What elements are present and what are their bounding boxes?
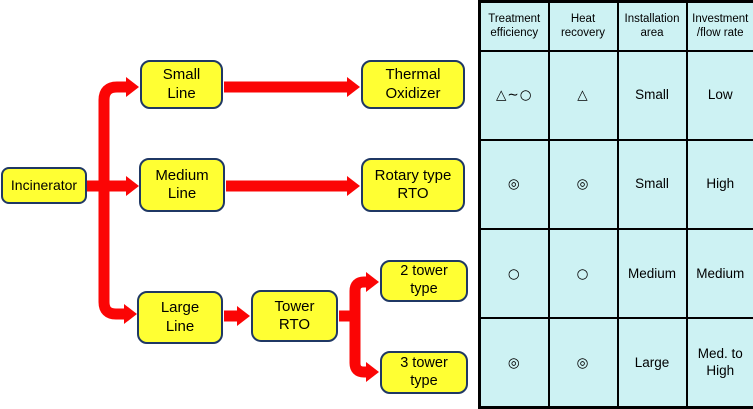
node-medium-line: Medium Line <box>139 158 225 212</box>
cell-three-tower-heat-recovery: ◎ <box>547 317 619 409</box>
table-row-two-tower: ○ ○ Medium Medium <box>478 227 753 320</box>
header-investment-flow-rate: Investment /flow rate <box>685 0 753 52</box>
table-row-three-tower: ◎ ◎ Large Med. to High <box>478 317 753 409</box>
node-rotary-rto: Rotary type RTO <box>361 158 465 212</box>
cell-thermal-installation-area: Small <box>616 49 688 141</box>
node-tower-rto: Tower RTO <box>251 290 338 342</box>
node-small-line: Small Line <box>140 60 223 109</box>
arrowhead-to-large-line <box>124 304 137 324</box>
arrow-trunk-small-large <box>98 81 128 320</box>
arrowhead-to-two-tower <box>366 272 379 292</box>
cell-rotary-treatment-efficiency: ◎ <box>478 138 550 231</box>
cell-thermal-treatment-efficiency: △∼○ <box>478 49 550 141</box>
arrowhead-to-tower-rto <box>237 306 250 326</box>
cell-thermal-heat-recovery: △ <box>547 49 619 141</box>
cell-rotary-installation-area: Small <box>616 138 688 231</box>
arrowhead-to-small-line <box>126 77 139 97</box>
cell-rotary-investment: High <box>685 138 753 231</box>
comparison-table: Treatment efficiency Heat recovery Insta… <box>478 0 753 409</box>
node-three-tower-type: 3 tower type <box>380 351 468 394</box>
arrowhead-to-rotary-rto <box>347 176 360 196</box>
arrowhead-to-medium-line <box>126 176 139 196</box>
cell-two-tower-treatment-efficiency: ○ <box>478 227 550 320</box>
node-incinerator: Incinerator <box>1 167 87 204</box>
arrowhead-to-three-tower <box>366 362 379 382</box>
table-row-rotary-rto: ◎ ◎ Small High <box>478 138 753 231</box>
cell-two-tower-heat-recovery: ○ <box>547 227 619 320</box>
cell-two-tower-investment: Medium <box>685 227 753 320</box>
table-row-thermal-oxidizer: △∼○ △ Small Low <box>478 49 753 141</box>
node-thermal-oxidizer: Thermal Oxidizer <box>361 60 465 109</box>
header-heat-recovery: Heat recovery <box>547 0 619 52</box>
cell-three-tower-installation-area: Large <box>616 317 688 409</box>
cell-two-tower-installation-area: Medium <box>616 227 688 320</box>
table-header-row: Treatment efficiency Heat recovery Insta… <box>478 0 753 52</box>
header-treatment-efficiency: Treatment efficiency <box>478 0 550 52</box>
arrowhead-to-thermal-oxidizer <box>347 77 360 97</box>
node-large-line: Large Line <box>137 291 223 344</box>
arrow-tower-branch-trunk <box>349 276 366 378</box>
cell-three-tower-treatment-efficiency: ◎ <box>478 317 550 409</box>
cell-rotary-heat-recovery: ◎ <box>547 138 619 231</box>
cell-thermal-investment: Low <box>685 49 753 141</box>
node-two-tower-type: 2 tower type <box>380 260 468 302</box>
cell-three-tower-investment: Med. to High <box>685 317 753 409</box>
header-installation-area: Installation area <box>616 0 688 52</box>
